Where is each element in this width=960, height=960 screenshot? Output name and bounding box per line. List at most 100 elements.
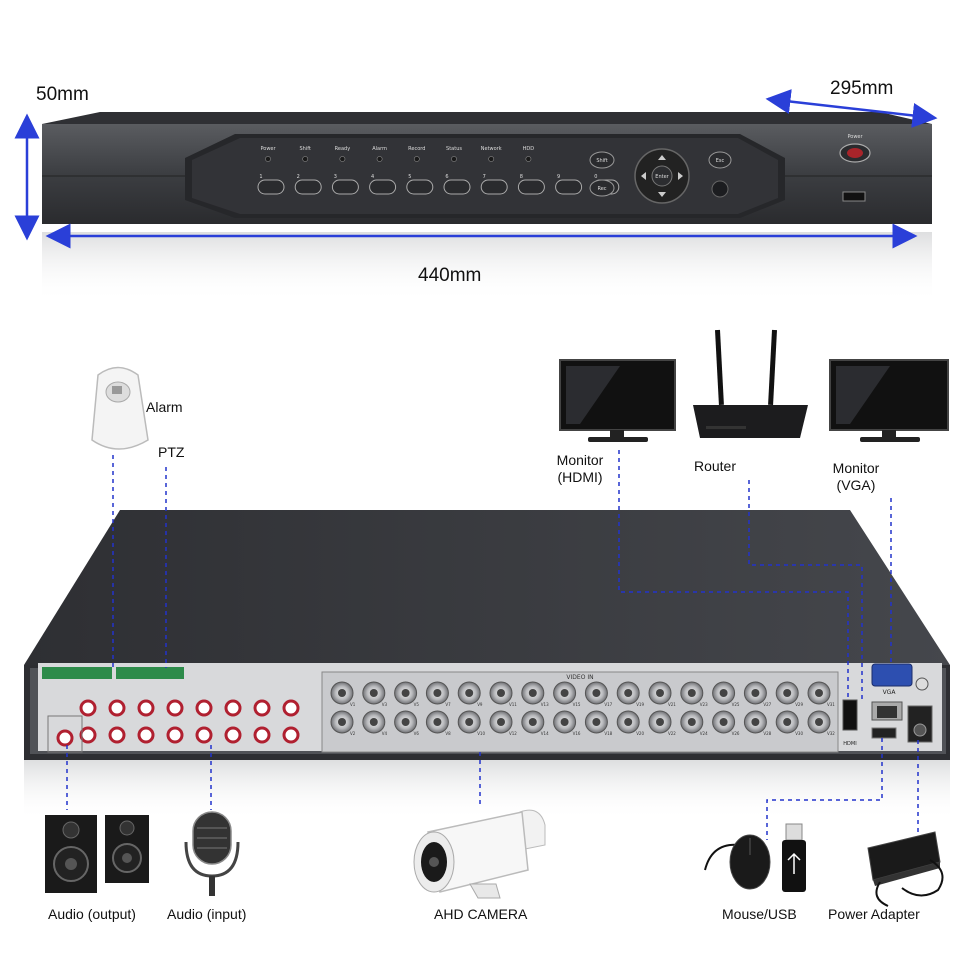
bnc-label-V2: V2: [350, 731, 356, 736]
bnc-pin-V3: [369, 689, 378, 697]
bnc-label-V8: V8: [445, 731, 451, 736]
monitor-vga-line1: Monitor: [832, 460, 880, 476]
bnc-pin-V1: [338, 689, 346, 697]
router-label: Router: [693, 458, 737, 474]
bnc-pin-V29: [783, 689, 792, 697]
video-in-label: VIDEO IN: [566, 674, 593, 681]
bnc-pin-V6: [401, 718, 410, 726]
power-label: Power: [847, 134, 863, 140]
width-dimension: 440mm: [418, 265, 482, 286]
bnc-pin-V28: [751, 718, 760, 726]
bnc-pin-V13: [528, 689, 537, 697]
bnc-pin-V14: [528, 718, 537, 726]
monitor-hdmi-label: Monitor (HDMI): [546, 452, 614, 486]
indicator-led-2: [339, 156, 346, 162]
bnc-pin-V24: [687, 718, 696, 726]
bnc-pin-V26: [719, 718, 728, 726]
bnc-label-V24: V24: [700, 731, 708, 736]
bnc-pin-V10: [465, 718, 474, 726]
audio-jack-3: [166, 699, 184, 717]
bnc-label-V22: V22: [668, 731, 676, 736]
monitor-vga-line2: (VGA): [836, 477, 876, 493]
front-button-6: [480, 179, 508, 195]
microphone: [184, 811, 240, 896]
bnc-pin-V25: [719, 689, 728, 697]
indicator-label-0: Power: [260, 146, 276, 152]
bnc-label-V6: V6: [414, 731, 420, 736]
monitor-hdmi: [559, 359, 676, 442]
mouse-usb-label: Mouse/USB: [722, 906, 797, 922]
audio-jack-10: [137, 726, 155, 744]
height-dimension: 50mm: [36, 84, 89, 105]
shift-label: Shift: [596, 158, 607, 164]
bnc-label-V25: V25: [732, 702, 740, 707]
button-number-0: 1: [259, 174, 262, 180]
bnc-pin-V2: [338, 718, 346, 726]
dimension-arrows: [14, 89, 938, 249]
audio-jacks: [79, 699, 300, 744]
power-adapter: [867, 831, 944, 907]
bnc-label-V23: V23: [700, 702, 708, 707]
indicator-label-5: Status: [446, 146, 462, 152]
indicator-led-4: [413, 156, 420, 162]
esc-control: Esc: [708, 151, 732, 198]
indicator-led-1: [302, 156, 309, 162]
audio-jack-14: [253, 726, 271, 744]
vga-label: VGA: [883, 689, 897, 696]
button-number-3: 4: [371, 174, 374, 180]
indicator-led-7: [525, 156, 532, 162]
bnc-label-V11: V11: [509, 702, 517, 707]
speakers: [45, 815, 149, 893]
dvr-rear-chassis: [24, 510, 950, 820]
ptz-label: PTZ: [158, 444, 185, 460]
bnc-label-V29: V29: [795, 702, 803, 707]
bnc-pin-V20: [624, 718, 633, 726]
mouse-usb: [704, 823, 806, 892]
audio-jack-12: [195, 726, 213, 744]
audio-jack-11: [166, 726, 184, 744]
button-number-5: 6: [445, 174, 448, 180]
button-number-9: 0: [594, 174, 597, 180]
front-button-7: [517, 179, 545, 195]
indicator-label-2: Ready: [335, 146, 351, 152]
button-number-2: 3: [334, 174, 337, 180]
bnc-pin-V22: [656, 718, 664, 726]
audio-jack-0: [79, 699, 97, 717]
shift-rec-buttons: Shift Rec: [589, 151, 615, 197]
enter-label: Enter: [655, 174, 669, 180]
bnc-pin-V15: [560, 689, 569, 697]
alarm-terminal-blocks: [42, 667, 184, 679]
alarm-sensor: [91, 366, 149, 450]
audio-jack-4: [195, 699, 213, 717]
bnc-label-V3: V3: [382, 702, 388, 707]
bnc-label-V10: V10: [477, 731, 485, 736]
ahd-camera-label: AHD CAMERA: [434, 906, 528, 922]
router: [693, 329, 808, 438]
connection-lines: [66, 450, 919, 840]
audio-jack-2: [137, 699, 155, 717]
monitor-vga-label: Monitor (VGA): [822, 460, 890, 494]
bnc-pin-V30: [783, 718, 792, 726]
bnc-label-V13: V13: [541, 702, 549, 707]
bnc-pin-V16: [560, 718, 569, 726]
monitor-vga: [829, 359, 949, 442]
bnc-label-V32: V32: [827, 731, 835, 736]
bnc-label-V15: V15: [573, 702, 581, 707]
bnc-pin-V5: [401, 689, 410, 697]
monitor-hdmi-line1: Monitor: [556, 452, 604, 468]
button-number-1: 2: [297, 174, 300, 180]
audio-jack-15: [282, 726, 300, 744]
front-usb-port: [842, 191, 866, 202]
audio-input-label: Audio (input): [167, 906, 247, 922]
bnc-label-V5: V5: [414, 702, 420, 707]
indicator-label-1: Shift: [300, 146, 311, 152]
bnc-pin-V12: [497, 718, 505, 726]
bnc-label-V12: V12: [509, 731, 517, 736]
esc-label: Esc: [716, 158, 725, 164]
front-button-3: [369, 179, 397, 195]
audio-jack-5: [224, 699, 242, 717]
indicator-label-7: HDD: [523, 146, 535, 152]
indicator-led-3: [376, 156, 383, 162]
bnc-label-V26: V26: [732, 731, 740, 736]
